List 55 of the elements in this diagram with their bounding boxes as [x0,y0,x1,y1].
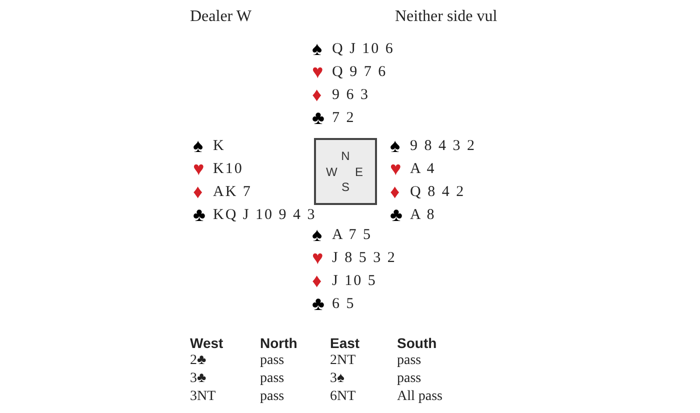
suit-icon: ♣ [312,109,332,128]
compass-letter: N [341,150,350,162]
card-holding: 7 2 [332,111,356,126]
card-holding: 9 6 3 [332,88,370,103]
suit-icon: ♦ [312,272,332,291]
bid-text: pass [260,390,284,404]
card-holding: K [213,139,226,154]
card-holding: 6 5 [332,297,356,312]
suit-icon: ♥ [390,160,410,179]
bid-text: All pass [397,390,442,404]
bid-text: pass [397,354,422,368]
column-header: North [260,336,298,350]
card-holding: K10 [213,162,244,177]
suit-icon: ♦ [193,183,213,202]
card-holding: Q J 10 6 [332,42,394,57]
suit-icon: ♠ [312,226,332,245]
suit-icon: ♦ [390,183,410,202]
suit-icon: ♣ [390,206,410,225]
bid-text: pass [260,354,284,368]
suit-icon: ♣ [312,295,332,314]
suit-icon: ♥ [193,160,213,179]
card-holding: Q 8 4 2 [410,185,466,200]
card-holding: J 10 5 [332,274,377,289]
card-holding: Q 9 7 6 [332,65,388,80]
bid-text: 3NT [190,390,216,404]
card-holding: A 8 [410,208,436,223]
compass-letter: S [342,181,350,193]
compass-box [314,138,377,205]
suit-icon: ♠ [390,137,410,156]
bid-text: 3♣ [190,372,206,386]
column-header: South [397,336,437,350]
suit-icon: ♣ [193,206,213,225]
suit-icon: ♠ [193,137,213,156]
card-holding: 9 8 4 3 2 [410,139,476,154]
bid-text: 2♣ [190,354,206,368]
column-header: East [330,336,360,350]
suit-icon: ♥ [312,249,332,268]
bid-text: pass [397,372,422,386]
suit-icon: ♦ [312,86,332,105]
vulnerability-text: Neither side vul [395,7,498,27]
card-holding: AK 7 [213,185,252,200]
card-holding: J 8 5 3 2 [332,251,396,266]
compass-letter: W [326,166,338,178]
compass-letter: E [354,166,363,178]
card-holding: A 7 5 [332,228,372,243]
card-holding: A 4 [410,162,436,177]
column-header: West [190,336,224,350]
bid-text: pass [260,372,284,386]
bid-text: 2NT [330,354,356,368]
bid-text: 3♠ [330,372,344,386]
suit-icon: ♥ [312,63,332,82]
bid-text: 6NT [330,390,356,404]
card-holding: KQ J 10 9 4 3 [213,208,316,223]
suit-icon: ♠ [312,40,332,59]
dealer-text: Dealer W [190,7,252,27]
